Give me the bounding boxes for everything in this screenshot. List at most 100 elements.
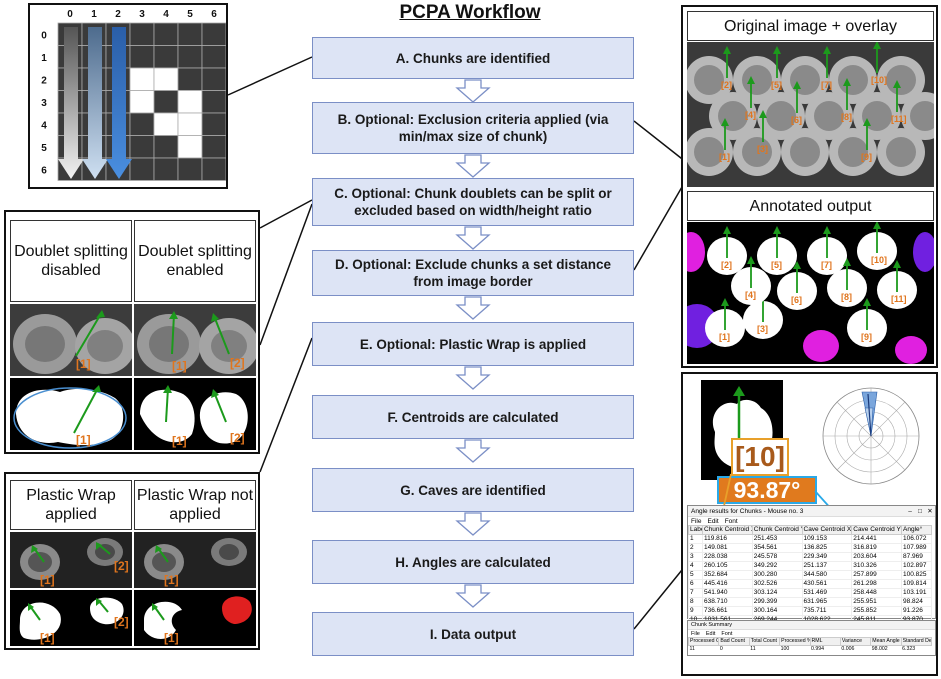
flow-arrow-a-b	[455, 79, 491, 103]
summary-column-header[interactable]: Bad Count	[718, 637, 750, 646]
table-cell: 316.819	[851, 543, 902, 553]
table-cell: 299.399	[751, 597, 803, 607]
menu-font[interactable]: Font	[724, 517, 738, 525]
chunk-label: [10]	[871, 75, 887, 85]
grid-cell	[129, 22, 155, 46]
grid-cell-filled	[177, 135, 203, 159]
scan-arrows	[58, 27, 132, 179]
menu-edit[interactable]: Edit	[705, 630, 716, 637]
cave-angle-arrowhead	[793, 261, 801, 269]
summary-column-header[interactable]: Processed %	[779, 637, 811, 646]
table-cell: 0.994	[811, 646, 824, 652]
menu-file[interactable]: File	[691, 517, 702, 525]
step-a: A. Chunks are identified	[312, 37, 634, 79]
chunk-label: [5]	[771, 80, 782, 90]
table-cell: 638.710	[702, 597, 753, 607]
flow-arrow-g-h	[455, 512, 491, 536]
table-cell: 255.951	[851, 597, 902, 607]
results-column-header[interactable]: Chunk Centroid Y	[751, 525, 803, 535]
table-cell: 4	[688, 561, 703, 571]
grid-row-label: 6	[41, 165, 47, 176]
summary-column-header[interactable]: Standard Deviation	[900, 637, 933, 646]
window-close-button[interactable]: ✕	[927, 508, 933, 515]
chunk-blob-core	[910, 101, 934, 131]
excluded-chunk	[895, 336, 927, 364]
doublet-gray-disabled: [1]	[10, 304, 132, 376]
cave-angle-arrowhead	[747, 76, 755, 84]
cave-angle-arrowhead	[759, 110, 767, 118]
summary-column-header[interactable]: RML	[809, 637, 841, 646]
cave-angle-arrowhead	[723, 46, 731, 54]
wrap-mask-applied: [1] [2]	[10, 590, 132, 646]
grid-cell	[177, 45, 203, 69]
grid-cell	[153, 90, 179, 114]
step-f: F. Centroids are calculated	[312, 395, 634, 439]
grid-col-label: 1	[91, 9, 97, 20]
grid-cell	[129, 45, 155, 69]
grid-row-label: 4	[41, 120, 47, 131]
wrap-gray-not-applied: [1]	[134, 532, 256, 588]
chunk-blob-core	[766, 101, 796, 131]
table-cell: 245.578	[751, 552, 803, 562]
window-maximize-button[interactable]: □	[918, 507, 922, 515]
chunk-label: [4]	[745, 110, 756, 120]
window-minimize-button[interactable]: –	[908, 507, 912, 515]
wrap-mask-not-applied: [1]	[134, 590, 256, 646]
chunk-blob-core	[838, 65, 868, 95]
chunk-label: [3]	[757, 324, 768, 334]
flow-arrow-f-g	[455, 439, 491, 463]
table-cell: 87.969	[901, 552, 932, 562]
menu-edit[interactable]: Edit	[707, 517, 719, 525]
table-cell: 303.124	[751, 588, 803, 598]
menu-font[interactable]: Font	[721, 630, 733, 637]
table-cell: 100.825	[901, 570, 932, 580]
chunk-label: [11]	[891, 294, 907, 304]
chunk-label: [2]	[721, 80, 732, 90]
cave-angle-arrowhead	[893, 80, 901, 88]
summary-column-header[interactable]: Mean Angle	[870, 637, 902, 646]
menu-file[interactable]: File	[691, 630, 700, 637]
summary-column-header[interactable]: Total Count	[748, 637, 781, 646]
flow-arrow-c-d	[455, 226, 491, 250]
chunk-blob-core	[886, 137, 916, 167]
chunk-blob-core	[790, 65, 820, 95]
table-cell: 735.711	[801, 606, 853, 616]
results-column-header[interactable]: Chunk Centroid X	[702, 525, 753, 535]
table-cell: 257.899	[851, 570, 902, 580]
results-column-header[interactable]: Cave Centroid X	[801, 525, 853, 535]
cave-angle-arrowhead	[823, 226, 831, 234]
chunk-label: [7]	[821, 80, 832, 90]
wrap-label: [2]	[114, 615, 129, 629]
grid-col-label: 6	[211, 9, 217, 20]
results-column-header[interactable]: Angle°	[901, 525, 932, 535]
wrap-label: [1]	[40, 631, 55, 645]
grid-cell	[153, 45, 179, 69]
table-cell: 11	[750, 646, 756, 652]
table-cell: 541.940	[702, 588, 753, 598]
table-cell: 255.852	[851, 606, 902, 616]
summary-column-header[interactable]: Processed Count	[687, 637, 720, 646]
summary-column-header[interactable]: Variance	[839, 637, 872, 646]
table-cell: 109.814	[901, 579, 932, 589]
table-cell: 9	[688, 606, 703, 616]
results-column-header[interactable]: Label	[688, 525, 703, 535]
cave-angle-arrowhead	[873, 42, 881, 49]
chunk-label: [1]	[719, 152, 730, 162]
results-column-header[interactable]: Cave Centroid Y	[851, 525, 902, 535]
doublet-label: [1]	[172, 434, 187, 448]
grid-col-label: 4	[163, 9, 169, 20]
table-cell: 7	[688, 588, 703, 598]
table-cell: 107.989	[901, 543, 932, 553]
chunk-label: [9]	[861, 152, 872, 162]
